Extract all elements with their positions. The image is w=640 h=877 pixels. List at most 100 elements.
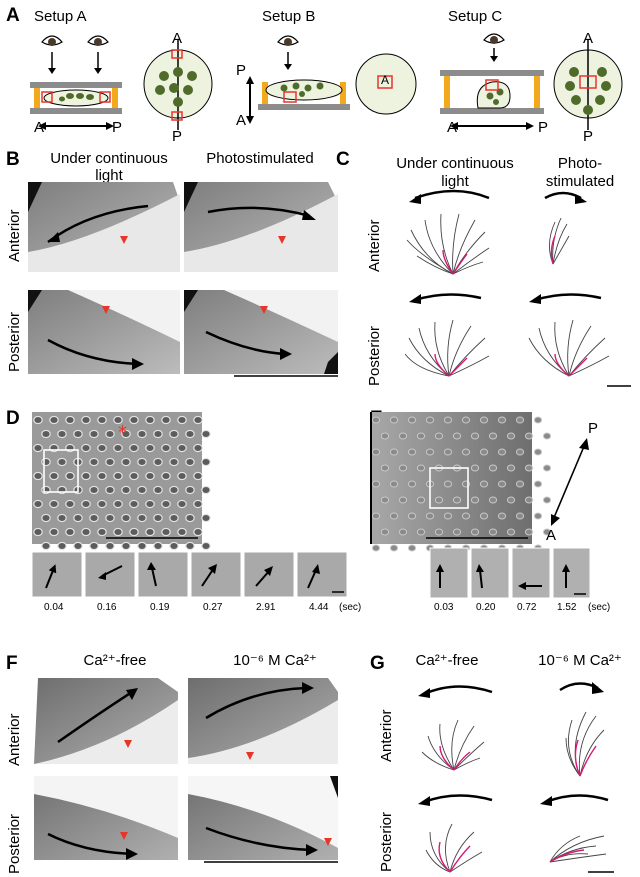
timeseries-frame xyxy=(429,547,469,599)
cilium-spot xyxy=(113,527,123,537)
arrowhead-marker xyxy=(324,838,332,846)
setup-a-title: Setup A xyxy=(34,8,87,25)
arrowhead-marker xyxy=(246,752,254,760)
cilium-spot xyxy=(89,429,99,439)
cilium-spot xyxy=(515,512,525,520)
timeseries-frame xyxy=(31,551,83,598)
cilium-spot xyxy=(479,416,489,424)
cilium-spot xyxy=(398,432,408,440)
timeseries-frame xyxy=(84,551,136,598)
cilium-spot xyxy=(389,480,399,488)
cilium-spot xyxy=(497,448,507,456)
timestamp: 0.04 xyxy=(44,602,64,613)
timeseries-frame xyxy=(190,551,242,598)
cilium-spot xyxy=(177,415,187,425)
cilium-spot xyxy=(41,541,51,551)
cilium-spot xyxy=(89,513,99,523)
panel-label-g: G xyxy=(370,653,385,674)
cilium-spot xyxy=(161,471,171,481)
cilium-spot xyxy=(416,432,426,440)
cilium-spot xyxy=(161,443,171,453)
cilium-spot xyxy=(398,528,408,536)
time-unit-label: (sec) xyxy=(588,602,611,613)
cilium-spot xyxy=(470,464,480,472)
cilium-spot xyxy=(137,513,147,523)
cilium-spot xyxy=(65,415,75,425)
roi-box xyxy=(43,449,79,493)
panel-label-f: F xyxy=(6,653,18,674)
setup-b-globe-anterior-label: A xyxy=(381,73,390,87)
cilium-spot xyxy=(137,429,147,439)
cilium-spot xyxy=(153,541,163,551)
eye-icon xyxy=(87,35,109,46)
cilium-spot xyxy=(49,471,59,481)
trace-posterior-photostimulated xyxy=(528,319,610,377)
panel-label-a: A xyxy=(6,5,20,26)
cilium-spot xyxy=(407,480,417,488)
cilium-spot xyxy=(443,512,453,520)
cilium-spot xyxy=(145,499,155,509)
cilium-spot xyxy=(129,499,139,509)
trace-anterior-continuous xyxy=(406,213,490,275)
timeseries-frame xyxy=(511,547,551,599)
cilium-spot xyxy=(97,499,107,509)
panel-b-col2-title: Photostimulated xyxy=(206,150,314,167)
cilium-spot xyxy=(113,443,123,453)
cilium-spot xyxy=(161,527,171,537)
cilium-spot xyxy=(81,443,91,453)
cilium-spot xyxy=(73,513,83,523)
panel-label-b: B xyxy=(6,149,20,170)
trace-anterior-low-ca xyxy=(565,711,605,777)
cilium-spot xyxy=(389,448,399,456)
arrowhead-marker xyxy=(102,306,110,314)
cilium-spot xyxy=(542,464,552,472)
cilium-spot xyxy=(49,415,59,425)
cilium-spot xyxy=(185,485,195,495)
cilium-spot xyxy=(201,457,211,467)
cilium-spot xyxy=(461,448,471,456)
cilium-spot xyxy=(81,415,91,425)
cilium-spot xyxy=(380,496,390,504)
cilium-spot xyxy=(488,432,498,440)
cilium-spot xyxy=(41,457,51,467)
panel-d-timeseries xyxy=(31,551,348,598)
cilium-spot xyxy=(129,443,139,453)
cilium-spot xyxy=(169,485,179,495)
cilium-spot xyxy=(416,464,426,472)
cilium-spot xyxy=(177,499,187,509)
panel-c-row1-label: Anterior xyxy=(366,219,383,272)
panel-f-row1-label: Anterior xyxy=(6,713,23,766)
cilium-spot xyxy=(398,464,408,472)
roi-box xyxy=(429,467,469,509)
cilium-spot xyxy=(81,471,91,481)
cilium-spot xyxy=(177,443,187,453)
cilium-spot xyxy=(443,416,453,424)
cilium-spot xyxy=(33,527,43,537)
setup-c-axis-posterior-label: P xyxy=(538,119,549,136)
cilium-spot xyxy=(497,512,507,520)
cilium-spot xyxy=(185,541,195,551)
arrowhead-marker xyxy=(120,236,128,244)
cilium-spot xyxy=(389,512,399,520)
setup-c-axis-anterior-label: A xyxy=(447,119,458,136)
setup-c-diagram xyxy=(440,33,623,130)
cilium-spot xyxy=(89,541,99,551)
cilium-spot xyxy=(97,415,107,425)
timeseries-frame xyxy=(137,551,189,598)
panel-c-traces xyxy=(404,189,631,387)
panel-c-col1-title-line2: light xyxy=(441,173,469,190)
panel-b-micrographs xyxy=(28,182,338,377)
cilium-spot xyxy=(452,432,462,440)
timeseries-frame xyxy=(552,547,591,599)
cilium-spot xyxy=(201,485,211,495)
panel-g-row1-label: Anterior xyxy=(378,709,395,762)
cilium-spot xyxy=(65,471,75,481)
cilium-spot xyxy=(461,512,471,520)
cilium-spot xyxy=(443,448,453,456)
cilium-spot xyxy=(105,485,115,495)
panel-f-micrographs xyxy=(34,678,338,863)
cilium-spot xyxy=(113,471,123,481)
cilium-spot xyxy=(380,432,390,440)
cilium-spot xyxy=(41,429,51,439)
trace-posterior-ca-free xyxy=(425,823,483,873)
